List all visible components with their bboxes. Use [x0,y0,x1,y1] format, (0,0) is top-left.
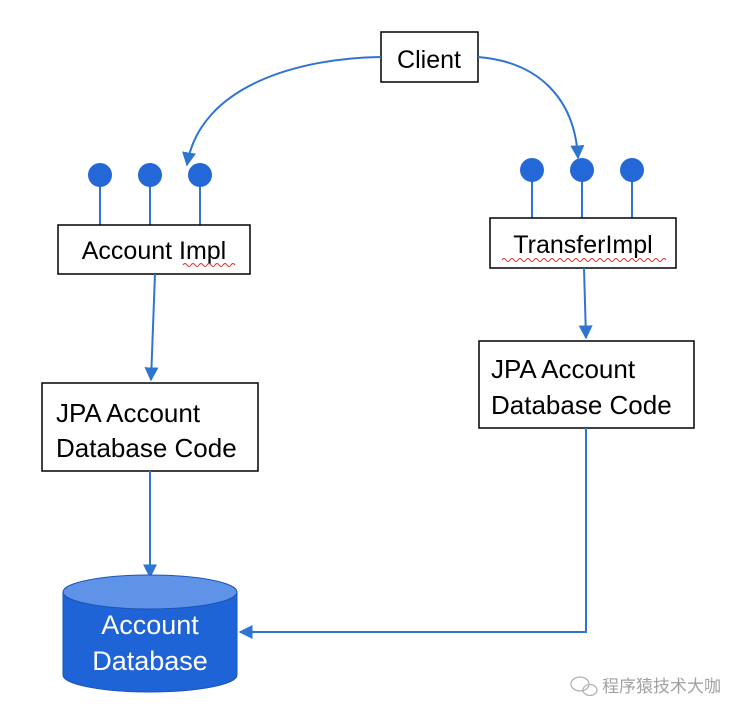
interface-node [570,158,594,182]
jpa-left-line2: Database Code [56,433,237,463]
jpa-right-line2: Database Code [491,390,672,420]
jpa-right-to-database-arrow [238,428,587,639]
client-to-account-impl-arrow [182,56,382,167]
interface-node [520,158,544,182]
interface-node [620,158,644,182]
watermark-text: 程序猿技术大咖 [602,677,721,696]
transfer-impl-label: TransferImpl [513,231,652,259]
transfer-impl-box: TransferImpl [489,217,677,269]
client-box: Client [380,31,479,83]
spellcheck-squiggle [501,258,667,262]
account-impl-label: Account Impl [82,237,227,265]
transfer-impl-interfaces [520,158,644,218]
watermark: 程序猿技术大咖 [570,676,721,697]
account-impl-to-jpa-arrow [144,273,159,382]
jpa-account-right-box: JPA Account Database Code [478,340,695,429]
account-database-cylinder: Account Database [62,574,238,693]
interface-node [88,163,112,187]
client-label: Client [397,46,461,74]
account-impl-box: Account Impl [57,224,251,275]
client-to-transfer-impl-arrow [477,56,585,160]
chat-bubble-icon [570,676,598,697]
jpa-right-line1: JPA Account [491,354,636,384]
spellcheck-squiggle [182,263,236,267]
account-impl-interfaces [88,163,212,225]
interface-node [138,163,162,187]
jpa-left-line1: JPA Account [56,398,201,428]
transfer-impl-to-jpa-arrow [578,267,593,340]
interface-node [188,163,212,187]
database-line2: Database [92,646,208,676]
database-line1: Account [101,610,199,640]
jpa-account-left-box: JPA Account Database Code [41,382,259,472]
